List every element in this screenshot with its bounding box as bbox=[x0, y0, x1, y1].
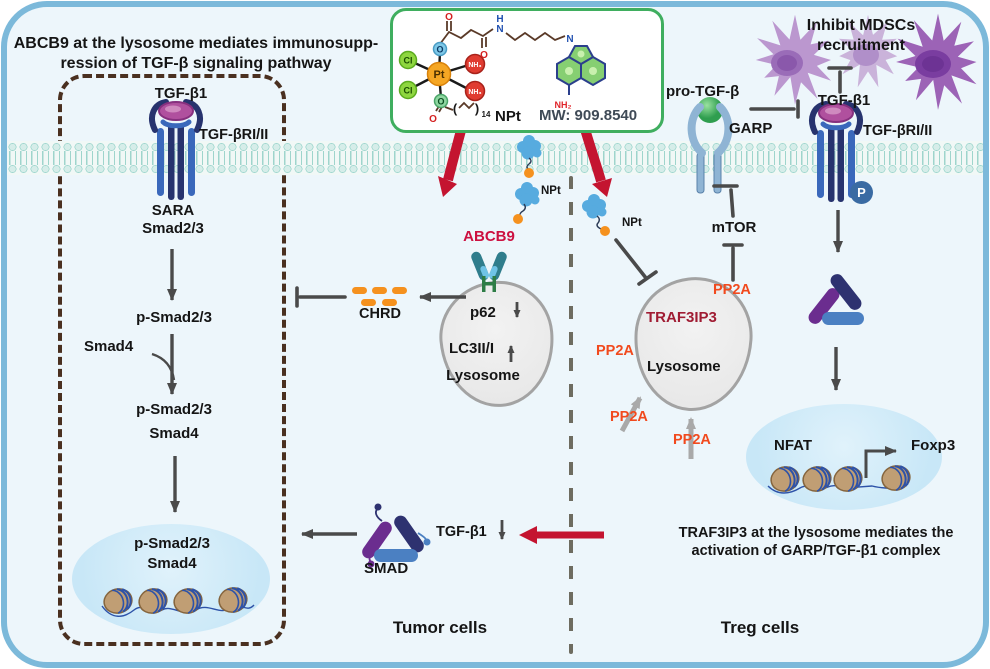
cl-label: Cl bbox=[404, 86, 413, 96]
tumor-cells-label: Tumor cells bbox=[392, 618, 488, 637]
lc3-label: LC3II/I bbox=[449, 340, 495, 357]
paren: ( bbox=[453, 101, 458, 116]
tgfb1-label-treg: TGF-β1 bbox=[817, 92, 871, 109]
nh3-label: NH₃ bbox=[468, 89, 481, 96]
o-label: O bbox=[445, 12, 453, 23]
paren: ) bbox=[475, 101, 479, 116]
npt-chemical-structure: Pt Cl Cl NH₃ NH₃ O O O O O H N N NH₂ ( )… bbox=[398, 12, 606, 125]
pp2a-label-2: PP2A bbox=[596, 343, 634, 359]
tgfbr-label-treg: TGF-βRI/II bbox=[863, 123, 933, 139]
pro-tgfb-label: pro-TGF-β bbox=[666, 83, 740, 100]
lysosome-label-tumor: Lysosome bbox=[446, 367, 520, 384]
garp-label: GARP bbox=[729, 120, 773, 137]
compound-name: NPt bbox=[495, 108, 521, 125]
p-smad23-label-2: p-Smad2/3 bbox=[136, 401, 212, 418]
treg-cells-label: Treg cells bbox=[720, 618, 800, 637]
o-label: O bbox=[480, 50, 488, 61]
plasma-membrane bbox=[7, 141, 983, 175]
lysosome-label-treg: Lysosome bbox=[647, 358, 721, 375]
nucleus-p-smad23-label: p-Smad2/3 bbox=[134, 535, 210, 552]
tgfbr-label-tumor: TGF-βRI/II bbox=[199, 127, 269, 143]
nucleus-smad4-label: Smad4 bbox=[147, 555, 197, 572]
pt-label: Pt bbox=[434, 69, 445, 81]
pp2a-label-3: PP2A bbox=[610, 409, 648, 425]
nh3-label: NH₃ bbox=[468, 62, 481, 69]
o-label: O bbox=[436, 45, 443, 55]
tgfb1-low-label: TGF-β1 bbox=[436, 524, 487, 540]
mdsc-caption-line2: recruitment bbox=[816, 37, 906, 54]
tumor-panel-title-line1: ABCB9 at the lysosome mediates immunosup… bbox=[13, 35, 379, 52]
foxp3-label: Foxp3 bbox=[911, 437, 956, 454]
n-label: N bbox=[496, 24, 503, 35]
ring-highlights bbox=[565, 50, 597, 75]
h-label: H bbox=[496, 14, 503, 25]
smad23-label: Smad2/3 bbox=[142, 220, 204, 237]
pp2a-label-1: PP2A bbox=[713, 282, 751, 298]
tumor-treg-divider bbox=[569, 176, 573, 654]
smad4-side-label: Smad4 bbox=[84, 338, 134, 355]
tumor-panel-title-line2: ression of TGF-β signaling pathway bbox=[60, 55, 332, 72]
smad4-label-2: Smad4 bbox=[149, 425, 199, 442]
treg-caption-line2: activation of GARP/TGF-β1 complex bbox=[691, 543, 941, 559]
repeat-count: 14 bbox=[482, 110, 491, 119]
compound-mw: MW: 909.8540 bbox=[539, 107, 638, 124]
npt-tag-2: NPt bbox=[622, 217, 642, 229]
o-label: O bbox=[437, 97, 444, 107]
tgfb1-label-tumor: TGF-β1 bbox=[154, 85, 208, 102]
nfat-label: NFAT bbox=[774, 437, 813, 454]
smad-complex-label: SMAD bbox=[364, 560, 409, 577]
treg-nucleus bbox=[746, 404, 942, 510]
treg-caption-line1: TRAF3IP3 at the lysosome mediates the bbox=[678, 525, 954, 541]
n-label: N bbox=[566, 34, 573, 45]
abcb9-label: ABCB9 bbox=[463, 228, 515, 245]
mtor-label: mTOR bbox=[711, 219, 757, 236]
phospho-badge: P bbox=[850, 181, 873, 204]
tumor-pathway-dashed-outline bbox=[58, 74, 286, 646]
o-label: O bbox=[429, 114, 437, 125]
p62-label: p62 bbox=[470, 304, 496, 321]
mdsc-caption-line1: Inhibit MDSCs bbox=[806, 17, 916, 34]
p-smad23-label-1: p-Smad2/3 bbox=[136, 309, 212, 326]
traf3ip3-label: TRAF3IP3 bbox=[646, 309, 717, 326]
pt-atom bbox=[426, 61, 452, 87]
nh2-label: NH₂ bbox=[555, 100, 572, 110]
pp2a-label-4: PP2A bbox=[673, 432, 711, 448]
npt-tag-1: NPt bbox=[541, 185, 561, 197]
chrd-label: CHRD bbox=[359, 306, 401, 322]
sara-label: SARA bbox=[151, 202, 195, 219]
cl-label: Cl bbox=[404, 56, 413, 66]
